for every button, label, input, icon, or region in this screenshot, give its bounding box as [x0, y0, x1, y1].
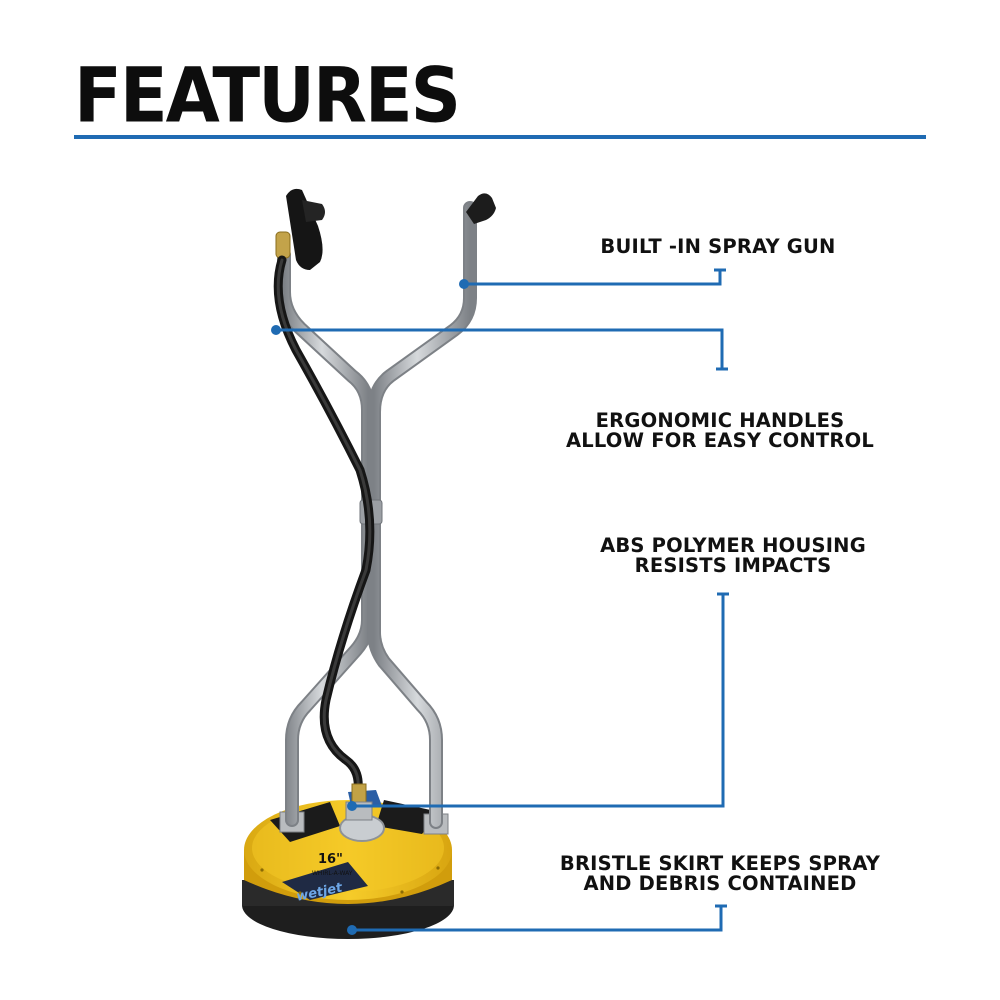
feature-label-skirt: BRISTLE SKIRT KEEPS SPRAY AND DEBRIS CON…: [540, 854, 900, 894]
callout-dot-handles: [271, 325, 281, 335]
feature-label-housing: ABS POLYMER HOUSING RESISTS IMPACTS: [570, 536, 896, 576]
feature-line: BUILT -IN SPRAY GUN: [600, 235, 836, 258]
feature-label-handles: ERGONOMIC HANDLES ALLOW FOR EASY CONTROL: [540, 411, 900, 451]
callout-dot-spray-gun: [459, 279, 469, 289]
callout-line-skirt: [352, 906, 723, 932]
page-title: FEATURES: [74, 51, 461, 141]
callout-line-spray-gun: [464, 270, 722, 286]
callout-line-handles: [276, 328, 724, 369]
callout-dot-housing: [347, 801, 357, 811]
feature-line: ALLOW FOR EASY CONTROL: [565, 429, 875, 452]
callout-line-housing: [352, 594, 725, 808]
spray-gun: [275, 188, 325, 270]
feature-line: ERGONOMIC HANDLES: [595, 409, 845, 432]
pressure-hose: [273, 255, 375, 795]
title-underline: [74, 135, 926, 139]
feature-line: ABS POLYMER HOUSING: [600, 534, 866, 557]
feature-line: RESISTS IMPACTS: [634, 554, 832, 577]
right-grip: [466, 193, 496, 224]
feature-label-spray-gun: BUILT -IN SPRAY GUN: [560, 237, 876, 257]
feature-line: AND DEBRIS CONTAINED: [583, 872, 857, 895]
callout-dot-skirt: [347, 925, 357, 935]
model-label: WHIRL-A-WAY: [312, 870, 353, 877]
size-badge: 16": [318, 852, 343, 867]
callout-dots: [271, 279, 469, 935]
callout-lines: [276, 268, 729, 932]
feature-line: BRISTLE SKIRT KEEPS SPRAY: [559, 852, 881, 875]
